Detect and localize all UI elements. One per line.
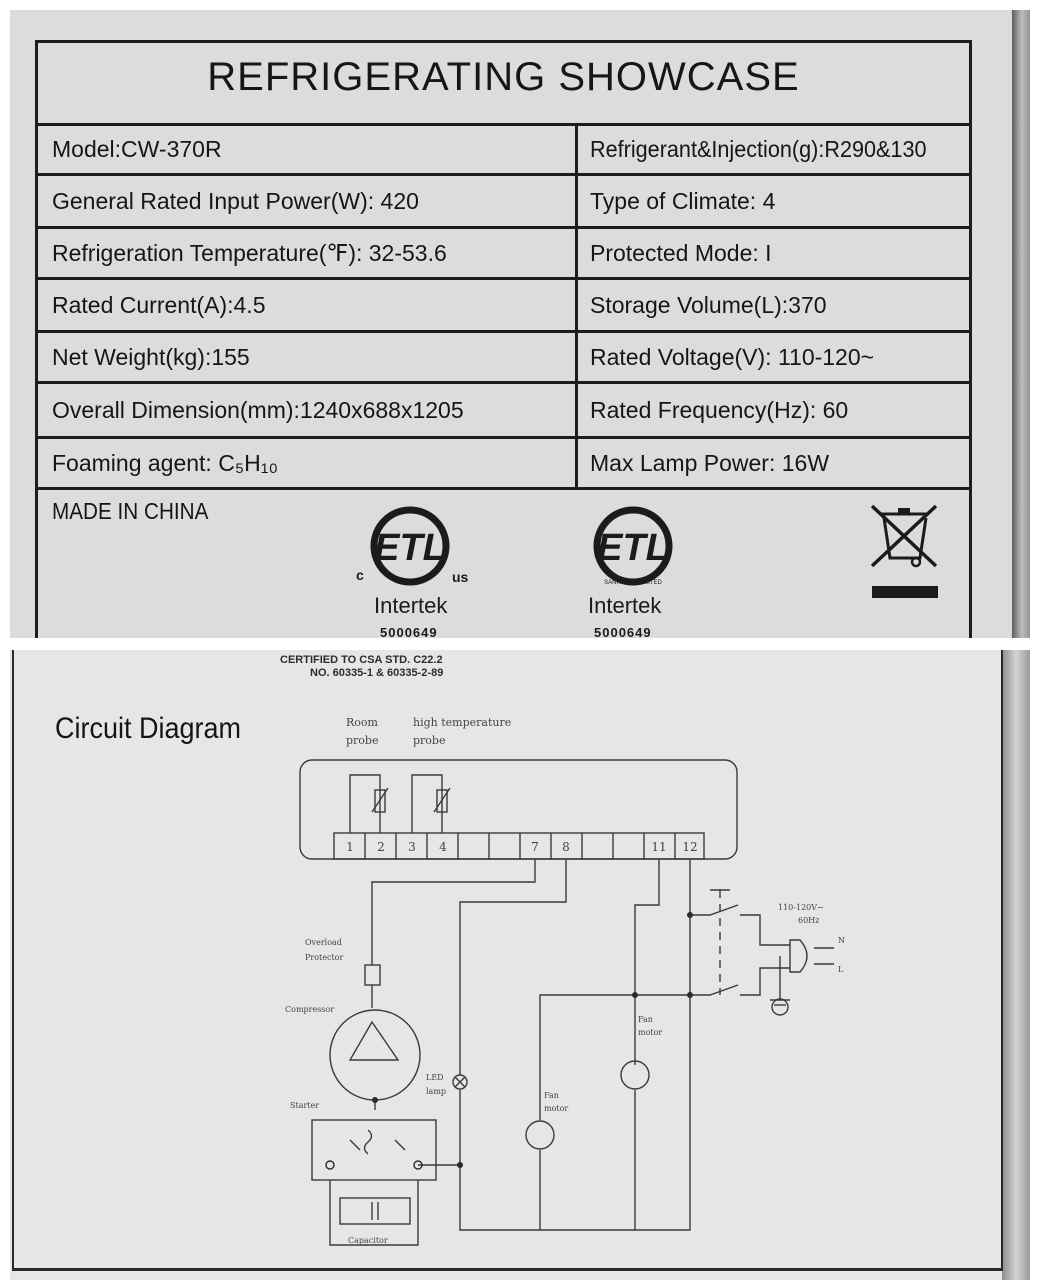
certificate-number: 5000649 — [380, 625, 438, 638]
high-temp-probe-label-1: high temperature — [413, 716, 511, 729]
svg-text:SANITATION LISTED: SANITATION LISTED — [604, 580, 662, 586]
terminal-4: 4 — [439, 840, 447, 854]
csa-certification-text: CERTIFIED TO CSA STD. C22.2 NO. 60335-1 … — [280, 654, 443, 680]
fan-motor-2-label-2: motor — [638, 1028, 662, 1037]
spec-model: Model:CW-370R — [52, 136, 222, 162]
supply-voltage-label: 110-120V~ — [778, 903, 824, 912]
terminal-1: 1 — [346, 840, 354, 854]
fan-motor-1-label-2: motor — [544, 1104, 568, 1113]
line-label: L — [838, 965, 844, 974]
spec-row: Foaming agent: C₅H₁₀ Max Lamp Power: 16W — [38, 436, 969, 487]
supply-frequency-label: 60Hz — [798, 916, 819, 925]
terminal-8: 8 — [562, 840, 570, 854]
terminal-7: 7 — [531, 840, 539, 854]
etl-listed-mark: ETL LISTED c us Intertek 5000649 — [348, 502, 498, 638]
certification-row: MADE IN CHINA ETL LISTED c us Intertek 5… — [38, 487, 969, 638]
terminal-2: 2 — [377, 840, 385, 854]
etl-logo-icon: ETL LISTED c us — [356, 506, 469, 586]
fan-motor-2-label-1: Fan — [638, 1015, 653, 1024]
spec-protected-mode: Protected Mode: I — [590, 239, 772, 266]
spec-foaming-agent: Foaming agent: C₅H₁₀ — [52, 449, 279, 476]
svg-text:us: us — [452, 569, 469, 585]
spec-rated-frequency: Rated Frequency(Hz): 60 — [590, 396, 849, 423]
cabinet-edge — [1002, 650, 1030, 1280]
etl-sanitation-logo-icon: ETL SANITATION LISTED — [593, 506, 673, 586]
room-probe-label-1: Room — [346, 716, 379, 729]
circuit-panel: CERTIFIED TO CSA STD. C22.2 NO. 60335-1 … — [10, 650, 1030, 1280]
svg-text:LISTED: LISTED — [398, 579, 423, 586]
cabinet-edge — [1012, 10, 1030, 638]
spec-row: Overall Dimension(mm):1240x688x1205 Rate… — [38, 381, 969, 436]
spec-climate-type: Type of Climate: 4 — [590, 187, 776, 214]
spec-input-power: General Rated Input Power(W): 420 — [52, 187, 419, 214]
spec-row: Rated Current(A):4.5 Storage Volume(L):3… — [38, 277, 969, 330]
csa-line-1: CERTIFIED TO CSA STD. C22.2 — [280, 654, 443, 666]
led-lamp-label-1: LED — [426, 1073, 444, 1082]
room-probe-label-2: probe — [346, 734, 378, 747]
spec-row: Net Weight(kg):155 Rated Voltage(V): 110… — [38, 330, 969, 381]
overload-label-2: Protector — [305, 953, 343, 962]
spec-net-weight: Net Weight(kg):155 — [52, 343, 250, 370]
spec-refrigerant: Refrigerant&Injection(g):R290&130 — [590, 136, 927, 162]
spec-refrigeration-temperature: Refrigeration Temperature(℉): 32-53.6 — [52, 239, 447, 266]
svg-text:c: c — [356, 567, 364, 583]
terminal-12: 12 — [682, 840, 697, 854]
neutral-label: N — [838, 936, 845, 945]
spec-overall-dimension: Overall Dimension(mm):1240x688x1205 — [52, 396, 464, 423]
compressor-label: Compressor — [285, 1005, 334, 1014]
spec-storage-volume: Storage Volume(L):370 — [590, 291, 827, 318]
led-lamp-label-2: lamp — [426, 1087, 446, 1096]
terminal-11: 11 — [651, 840, 666, 854]
circuit-diagram-title: Circuit Diagram — [55, 712, 242, 745]
certificate-number: 5000649 — [594, 625, 652, 638]
capacitor-label: Capacitor — [348, 1236, 388, 1245]
circuit-diagram: 1 2 3 4 7 8 11 12 Room probe high temper… — [285, 716, 845, 1246]
circuit-frame — [12, 650, 1003, 1271]
csa-line-2: NO. 60335-1 & 60335-2-89 — [310, 667, 444, 679]
spec-rated-voltage: Rated Voltage(V): 110-120~ — [590, 343, 875, 370]
overload-label-1: Overload — [305, 938, 342, 947]
intertek-label: Intertek — [374, 593, 448, 618]
fan-motor-1-label-1: Fan — [544, 1091, 559, 1100]
svg-text:ETL: ETL — [374, 527, 446, 569]
nameplate-title: REFRIGERATING SHOWCASE — [207, 55, 800, 99]
spec-row: General Rated Input Power(W): 420 Type o… — [38, 173, 969, 226]
spec-row: Model:CW-370R Refrigerant&Injection(g):R… — [38, 123, 969, 173]
svg-text:ETL: ETL — [597, 527, 669, 569]
nameplate: REFRIGERATING SHOWCASE Model:CW-370R Ref… — [10, 10, 1030, 638]
spec-max-lamp-power: Max Lamp Power: 16W — [590, 449, 830, 476]
etl-sanitation-mark: ETL SANITATION LISTED Intertek 5000649 — [578, 502, 728, 638]
nameplate-frame: REFRIGERATING SHOWCASE Model:CW-370R Ref… — [35, 40, 972, 638]
crossed-out-wheelie-bin-icon — [870, 504, 938, 598]
spec-row: Refrigeration Temperature(℉): 32-53.6 Pr… — [38, 226, 969, 277]
starter-label: Starter — [290, 1101, 319, 1110]
high-temp-probe-label-2: probe — [413, 734, 445, 747]
terminal-3: 3 — [408, 840, 416, 854]
intertek-label: Intertek — [588, 593, 662, 618]
spec-rated-current: Rated Current(A):4.5 — [52, 291, 266, 318]
made-in-label: MADE IN CHINA — [52, 498, 209, 524]
